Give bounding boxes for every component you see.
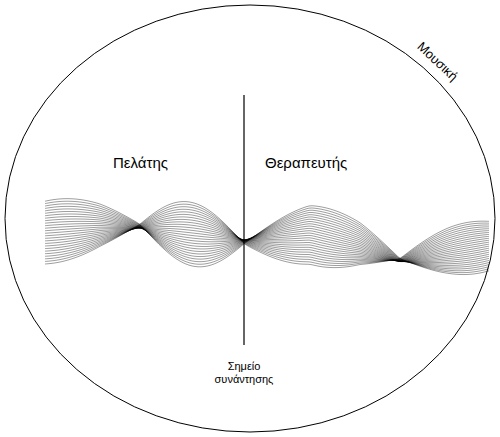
wave-line bbox=[45, 204, 489, 265]
party-label: Πελάτης bbox=[113, 154, 168, 171]
wave-line bbox=[45, 221, 489, 261]
wave-line bbox=[45, 206, 489, 269]
region-heading: Μουσική bbox=[414, 40, 461, 85]
party-label: Θεραπευτής bbox=[265, 154, 347, 171]
wave-line bbox=[45, 212, 489, 261]
wave-line bbox=[45, 202, 489, 268]
wave-line bbox=[45, 204, 489, 271]
wave-line bbox=[45, 224, 489, 262]
wave-line bbox=[45, 209, 489, 267]
wave-line bbox=[45, 201, 489, 272]
meeting-line bbox=[243, 95, 244, 345]
meeting-point-label: Σημείο συνάντησης bbox=[204, 360, 284, 385]
wave-line bbox=[45, 224, 489, 261]
wave-line bbox=[45, 211, 489, 265]
wave-line bbox=[45, 207, 489, 264]
wave-line bbox=[45, 226, 489, 261]
wave-line bbox=[45, 199, 489, 275]
region-ellipse bbox=[5, 5, 495, 432]
wave-ribbon bbox=[45, 199, 489, 275]
